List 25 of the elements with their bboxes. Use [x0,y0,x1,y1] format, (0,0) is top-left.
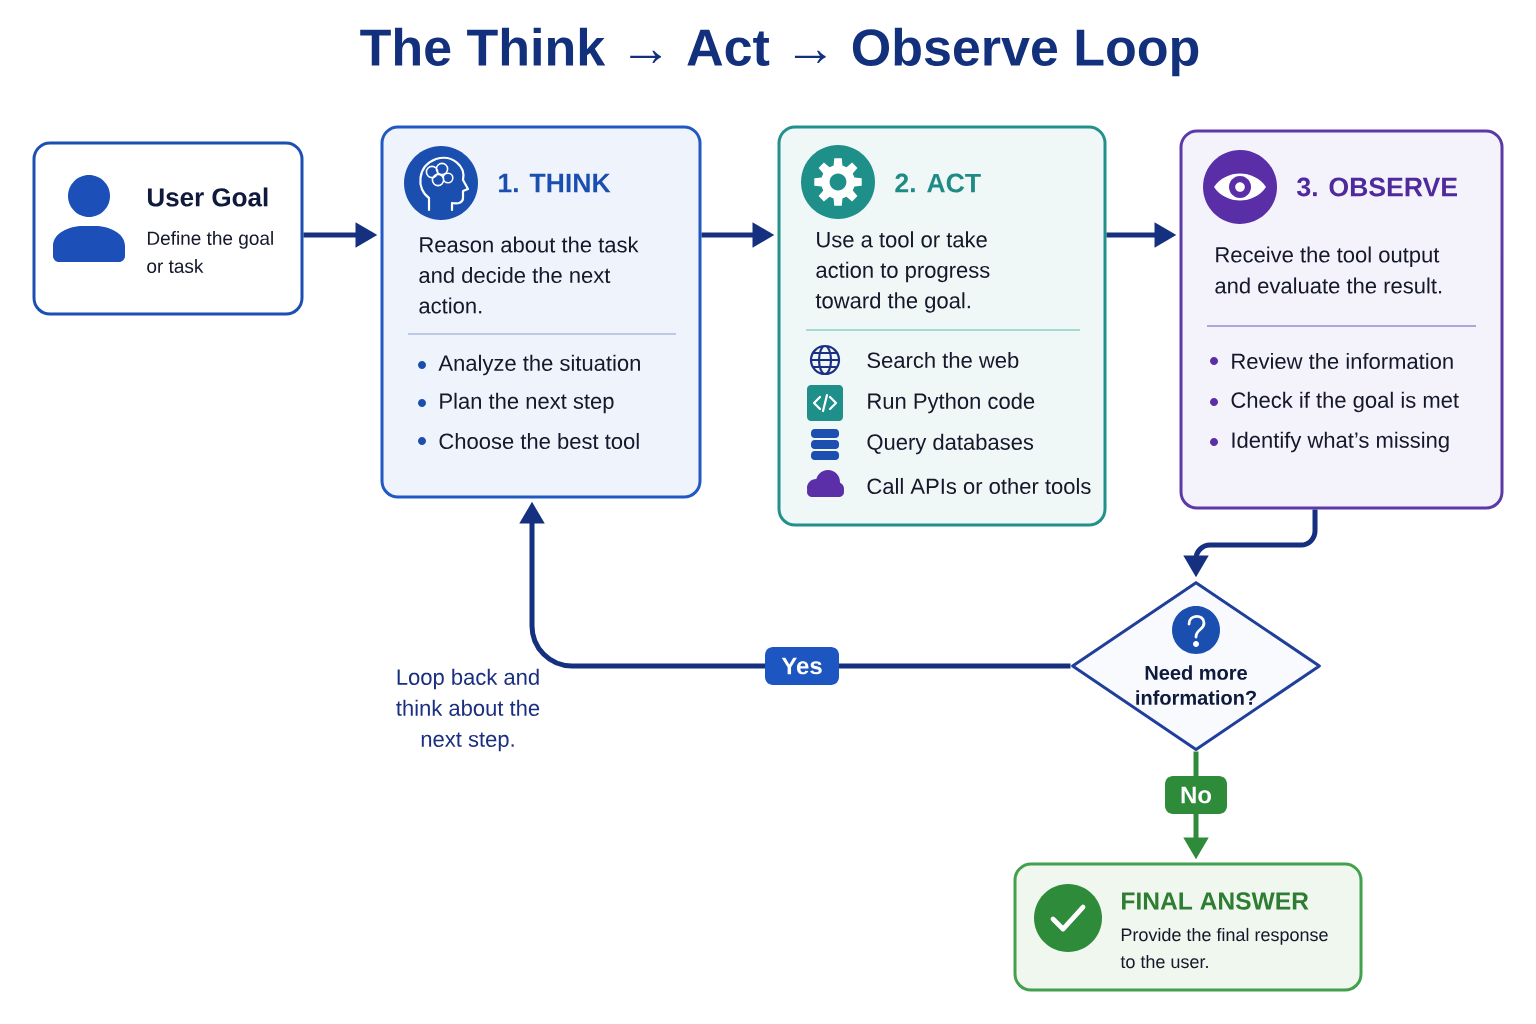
list-item: Plan the next step [440,392,614,414]
decision-text: Need more information? [1136,665,1256,705]
list-item: Choose the best tool [439,432,639,450]
list-item: Check if the goal is met [1231,391,1459,413]
description: Receive the tool output and evaluate the result. [1215,246,1442,294]
heading: 3. OBSERVE [1297,177,1457,197]
list-item: Search the web [867,351,1019,369]
description: Define the goal or task [147,231,273,273]
edge-label: No [1165,776,1227,814]
note-text: Loop back and think about the next step. [396,668,540,752]
title: The Think → Act → Observe Loop [360,27,1199,77]
list-item: Identify what’s missing [1232,431,1449,453]
list-item: Analyze the situation [438,354,640,376]
description: Use a tool or take action to progress toward the goal. [815,231,990,313]
list-item: Query databases [867,433,1034,455]
list-item: Review the information [1232,352,1453,370]
list-item: Run Python code [868,392,1035,414]
heading: User Goal [147,187,268,207]
description: Provide the final response to the user. [1120,927,1328,969]
edge-label: Yes [765,647,839,685]
list-item: Call APIs or other tools [867,477,1091,495]
heading: FINAL ANSWER [1122,892,1309,910]
heading: 1. THINK [499,173,611,193]
heading: 2. ACT [895,173,981,193]
description: Reason about the task and decide the next action. [419,236,639,314]
